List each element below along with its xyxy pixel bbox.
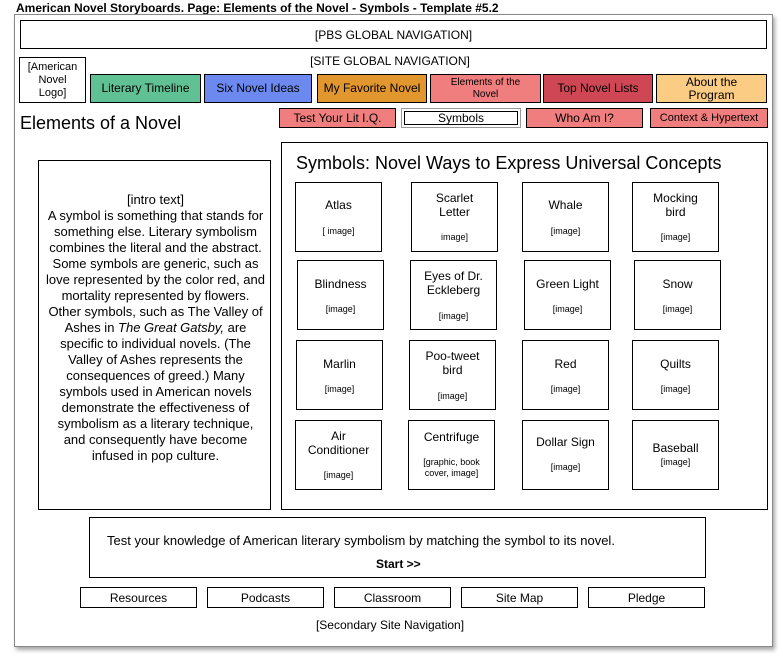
symbols-heading: Symbols: Novel Ways to Express Universal…	[296, 153, 722, 173]
symbol-name: Marlin	[323, 357, 356, 371]
footer-classroom[interactable]: Classroom	[334, 587, 451, 608]
site-global-navigation-label: [SITE GLOBAL NAVIGATION]	[310, 54, 470, 68]
logo-line: [American	[27, 60, 78, 73]
intro-italic-title: The Great Gatsby,	[118, 320, 225, 335]
symbol-card-centrifuge[interactable]: Centrifuge [graphic, book cover, image]	[408, 420, 495, 490]
nav-top-novel-lists[interactable]: Top Novel Lists	[543, 74, 653, 103]
image-placeholder: [graphic, book cover, image]	[423, 457, 480, 478]
logo-line: Novel	[38, 73, 67, 86]
intro-body: A symbol is something that stands for so…	[46, 208, 265, 335]
image-placeholder: [image]	[323, 470, 354, 480]
symbol-name: Centrifuge	[423, 430, 480, 444]
symbol-name: Quilts	[660, 357, 691, 371]
symbol-name: Dollar Sign	[536, 435, 595, 449]
symbol-name: Baseball	[652, 441, 699, 455]
symbol-card-blindness[interactable]: Blindness [image]	[297, 260, 384, 330]
nav-literary-timeline[interactable]: Literary Timeline	[90, 74, 201, 103]
symbol-card-scarlet-letter[interactable]: Scarlet Letter image]	[411, 182, 498, 252]
secondary-site-navigation[interactable]: [Secondary Site Navigation]	[315, 618, 465, 632]
subnav-who-am-i[interactable]: Who Am I?	[526, 108, 643, 128]
nav-elements-of-the-novel[interactable]: Elements of the Novel	[430, 74, 541, 103]
image-placeholder: [image]	[437, 391, 468, 401]
nav-about-the-program[interactable]: About the Program	[656, 74, 767, 103]
symbol-card-dollar-sign[interactable]: Dollar Sign [image]	[522, 420, 609, 490]
symbol-name: Air Conditioner	[307, 429, 370, 457]
image-placeholder: [image]	[550, 226, 581, 236]
symbol-card-baseball[interactable]: Baseball [image]	[632, 420, 719, 490]
symbol-name: Red	[554, 357, 577, 371]
intro-body-cont: are specific to individual novels. (The …	[57, 320, 254, 463]
american-novel-logo[interactable]: [American Novel Logo]	[19, 57, 86, 103]
footer-site-map[interactable]: Site Map	[461, 587, 578, 608]
nav-six-novel-ideas[interactable]: Six Novel Ideas	[204, 74, 312, 103]
nav-my-favorite-novel[interactable]: My Favorite Novel	[317, 74, 427, 103]
logo-line: Logo]	[38, 86, 67, 99]
symbol-card-poo-tweet-bird[interactable]: Poo-tweet bird [image]	[409, 340, 496, 410]
symbol-card-red[interactable]: Red [image]	[522, 340, 609, 410]
subnav-symbols-label: Symbols	[437, 111, 484, 125]
symbol-card-atlas[interactable]: Atlas [ image]	[295, 182, 382, 252]
symbol-name: Green Light	[536, 277, 599, 291]
symbol-card-green-light[interactable]: Green Light [image]	[524, 260, 611, 330]
image-placeholder: [image]	[438, 311, 469, 321]
symbol-card-marlin[interactable]: Marlin [image]	[296, 340, 383, 410]
pbs-global-navigation[interactable]: [PBS GLOBAL NAVIGATION]	[20, 20, 767, 49]
intro-text-box: [intro text] A symbol is something that …	[38, 160, 271, 510]
symbol-card-air-conditioner[interactable]: Air Conditioner [image]	[295, 420, 382, 490]
symbol-name: Whale	[548, 198, 583, 212]
image-placeholder: [ image]	[322, 226, 355, 236]
quiz-promo-box	[89, 517, 706, 578]
subnav-symbols-inner: Symbols	[404, 111, 518, 125]
symbol-card-whale[interactable]: Whale [image]	[522, 182, 609, 252]
intro-text: [intro text] A symbol is something that …	[45, 192, 266, 464]
image-placeholder: [image]	[660, 457, 691, 467]
image-placeholder: [image]	[325, 304, 356, 314]
footer-podcasts[interactable]: Podcasts	[207, 587, 324, 608]
footer-resources[interactable]: Resources	[80, 587, 197, 608]
image-placeholder: [image]	[662, 304, 693, 314]
image-placeholder: [image]	[324, 384, 355, 394]
symbol-card-snow[interactable]: Snow [image]	[634, 260, 721, 330]
symbol-name: Eyes of Dr. Eckleberg	[424, 269, 483, 297]
image-placeholder: [image]	[550, 384, 581, 394]
nav-elements-label: Elements of the Novel	[450, 76, 521, 100]
symbol-card-eyes-of-dr-eckleberg[interactable]: Eyes of Dr. Eckleberg [image]	[410, 260, 497, 330]
image-placeholder: [image]	[550, 462, 581, 472]
symbol-name: Snow	[662, 277, 693, 291]
symbol-name: Mocking bird	[653, 191, 698, 219]
intro-label: [intro text]	[126, 192, 185, 207]
nav-about-label: About the Program	[685, 74, 738, 102]
image-placeholder: image]	[440, 232, 468, 242]
symbols-panel	[281, 142, 768, 510]
quiz-promo-text: Test your knowledge of American literary…	[107, 533, 615, 548]
quiz-start-link[interactable]: Start >>	[376, 557, 421, 571]
symbol-name: Atlas	[325, 198, 352, 212]
subnav-test-your-lit-iq[interactable]: Test Your Lit I.Q.	[279, 108, 396, 128]
image-placeholder: [image]	[660, 232, 691, 242]
page-title: American Novel Storyboards. Page: Elemen…	[16, 1, 499, 15]
section-heading: Elements of a Novel	[20, 113, 182, 133]
symbol-name: Scarlet Letter	[435, 191, 474, 219]
image-placeholder: [image]	[660, 384, 691, 394]
image-placeholder: [image]	[552, 304, 583, 314]
subnav-context-hypertext[interactable]: Context & Hypertext	[650, 108, 768, 128]
footer-pledge[interactable]: Pledge	[588, 587, 705, 608]
subnav-symbols[interactable]: Symbols	[401, 108, 521, 128]
symbol-name: Blindness	[314, 277, 367, 291]
symbol-card-mocking-bird[interactable]: Mocking bird [image]	[632, 182, 719, 252]
symbol-card-quilts[interactable]: Quilts [image]	[632, 340, 719, 410]
symbol-name: Poo-tweet bird	[425, 349, 480, 377]
